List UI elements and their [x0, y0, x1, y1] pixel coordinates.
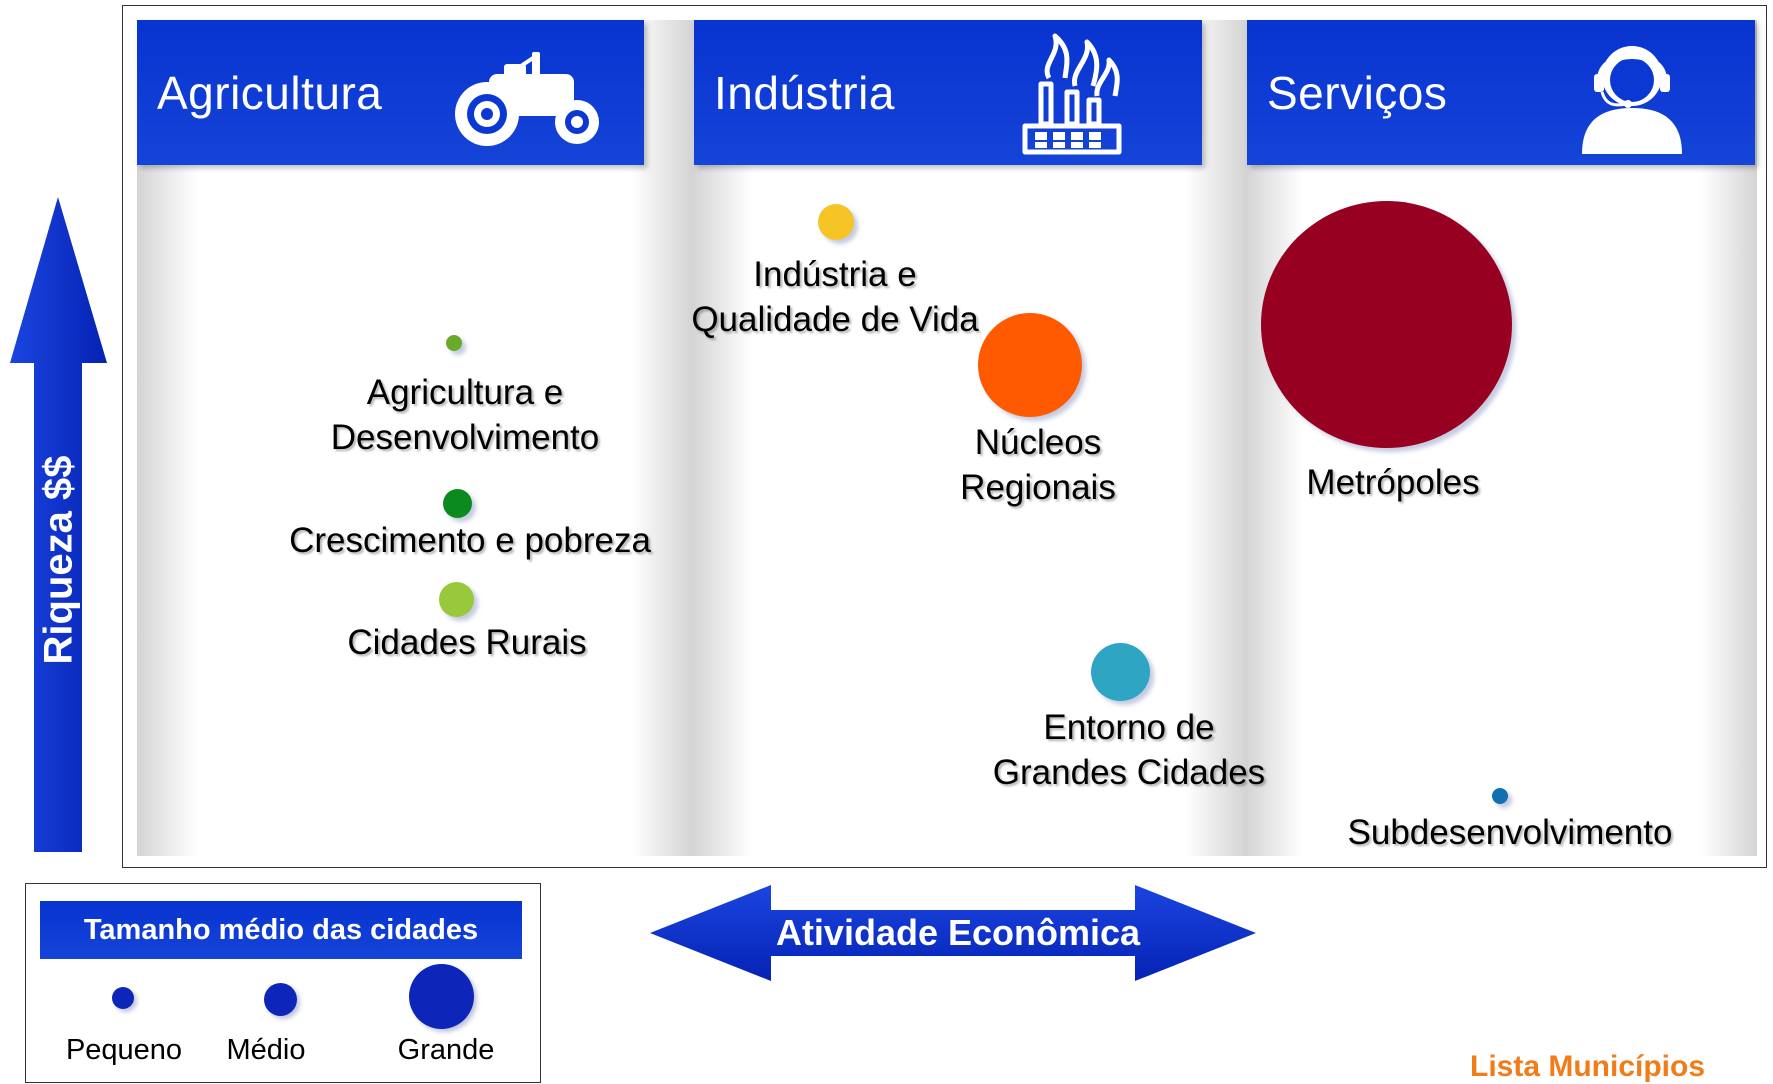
legend-title: Tamanho médio das cidades [40, 901, 522, 959]
label-subdesenvolvimento: Subdesenvolvimento [1347, 813, 1673, 852]
header-servicos-label: Serviços [1267, 67, 1448, 119]
legend-label-large: Grande [397, 1034, 495, 1066]
label-agricultura-desenvolvimento: Agricultura e Desenvolvimento [330, 373, 600, 457]
bubble-entorno [1091, 643, 1150, 701]
bubble-agricultura-desenvolvimento [446, 335, 462, 351]
y-axis-label: Riqueza $$ [36, 455, 81, 665]
header-industria-label: Indústria [714, 67, 895, 119]
legend-dot-small [112, 987, 134, 1009]
label-metropoles: Metrópoles [1306, 463, 1480, 502]
label-crescimento-pobreza: Crescimento e pobreza [289, 521, 651, 560]
label-nucleos-regionais: Núcleos Regionais [960, 423, 1116, 507]
bubble-industria-qualidade [818, 204, 854, 240]
legend-label-medium: Médio [226, 1034, 306, 1066]
bubble-crescimento-pobreza [443, 489, 472, 518]
header-agricultura-label: Agricultura [157, 67, 383, 119]
label-cidades-rurais: Cidades Rurais [347, 623, 587, 662]
bubble-nucleos-regionais [978, 313, 1082, 417]
lista-municipios-link[interactable]: Lista Municípios [1470, 1050, 1706, 1083]
header-servicos: Serviços [1247, 20, 1755, 165]
label-industria-qualidade: Indústria e Qualidade de Vida [691, 255, 979, 339]
bubble-subdesenvolvimento [1492, 788, 1508, 804]
label-entorno: Entorno de Grandes Cidades [992, 708, 1266, 792]
bubble-metropoles [1261, 201, 1512, 448]
tractor-icon [455, 52, 599, 146]
x-axis-double-arrow [650, 885, 1256, 981]
legend-label-small: Pequeno [65, 1034, 183, 1066]
legend-dot-medium [264, 983, 297, 1016]
call-center-agent-icon [1582, 46, 1682, 154]
header-industria: Indústria [694, 20, 1202, 165]
header-agricultura: Agricultura [137, 20, 644, 165]
bubble-cidades-rurais [439, 582, 474, 617]
x-axis-label: Atividade Econômica [775, 912, 1141, 953]
factory-icon [1022, 33, 1122, 155]
y-axis-arrow [10, 197, 107, 852]
legend-dot-large [409, 964, 474, 1029]
size-legend: Tamanho médio das cidades Pequeno Médio … [25, 883, 541, 1083]
